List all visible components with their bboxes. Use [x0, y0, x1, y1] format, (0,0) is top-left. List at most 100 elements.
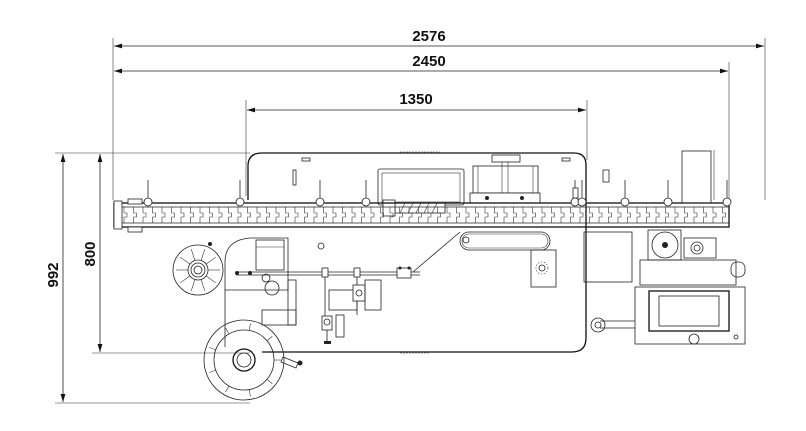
chain-link [560, 207, 565, 223]
chain-link [465, 207, 470, 223]
dimension-overall-depth: 992 [45, 152, 250, 404]
chain-link [456, 207, 460, 223]
chain-link [152, 207, 156, 223]
chain-link [598, 207, 603, 223]
chain-link [199, 207, 204, 223]
chain-link [256, 207, 261, 223]
chain-link [703, 207, 707, 223]
chain-link [551, 207, 555, 223]
chain-link [389, 207, 394, 223]
hmi-control-panel [634, 286, 746, 345]
chain-link [636, 207, 641, 223]
chain-link [589, 207, 593, 223]
chain-link [275, 207, 280, 223]
chain-link [133, 207, 137, 223]
chain-link [161, 207, 166, 223]
reel-spoke [248, 323, 251, 331]
chain-link [627, 207, 631, 223]
chain-link [693, 207, 698, 223]
chain-link [294, 207, 299, 223]
chain-link [655, 207, 660, 223]
dimension-frame-length: 1350 [245, 91, 588, 196]
chain-link [437, 207, 441, 223]
chain-link [722, 207, 726, 223]
rod-ball [361, 197, 371, 207]
chain-link [323, 207, 327, 223]
chain-link [494, 207, 498, 223]
rod-ball [143, 197, 153, 207]
chain-link [665, 207, 669, 223]
guide-rods [143, 180, 732, 207]
chain-link [180, 207, 185, 223]
reel-spoke [248, 389, 251, 397]
reel-spoke [266, 379, 273, 385]
label-reel-lower [203, 319, 303, 401]
chain-link [446, 207, 451, 223]
chain-link [684, 207, 688, 223]
reel-spoke [190, 279, 196, 292]
dimension-label-800: 800 [82, 241, 99, 266]
chain-link [503, 207, 508, 223]
chain-link [513, 207, 517, 223]
chain-link [570, 207, 574, 223]
labeling-head [469, 154, 541, 204]
chain-link [608, 207, 612, 223]
reel-spoke [225, 385, 230, 393]
chain-link [351, 207, 356, 223]
rod-ball [722, 197, 732, 207]
rod-ball [620, 197, 630, 207]
dimension-overall-length: 2576 [112, 28, 766, 200]
transfer-belt [459, 231, 551, 251]
reel-spoke [209, 347, 216, 351]
chain-link [266, 207, 270, 223]
rod-ball [315, 197, 325, 207]
dimension-label-2450: 2450 [412, 53, 445, 70]
chain-link [237, 207, 242, 223]
control-knob-panel [530, 249, 557, 288]
chain-link [399, 207, 403, 223]
reel-spoke [200, 279, 206, 292]
chain-link [484, 207, 489, 223]
reel-spoke [205, 256, 216, 265]
chain-link [142, 207, 147, 223]
chain-link [209, 207, 213, 223]
chain-link [247, 207, 251, 223]
chain-link [228, 207, 232, 223]
chain-link [285, 207, 289, 223]
chain-link [380, 207, 384, 223]
chain-link [313, 207, 318, 223]
chain-link [361, 207, 365, 223]
rod-ball [235, 197, 245, 207]
chain-link [541, 207, 546, 223]
label-reel-upper [172, 242, 224, 296]
reel-spoke [205, 275, 216, 284]
chain-link [304, 207, 308, 223]
chain-link [370, 207, 375, 223]
chain-link [171, 207, 175, 223]
dimension-frame-depth: 800 [82, 152, 250, 354]
chain-link [123, 207, 128, 223]
chain-link [532, 207, 536, 223]
chain-link [522, 207, 527, 223]
chain-link [342, 207, 346, 223]
chain-link [408, 207, 413, 223]
dimension-label-1350: 1350 [399, 91, 432, 108]
reel-spoke [180, 275, 191, 284]
reel-spoke [225, 327, 230, 335]
chain-link [427, 207, 432, 223]
chain-link [617, 207, 622, 223]
chain-link [712, 207, 717, 223]
reel-spoke [180, 256, 191, 265]
chain-link [418, 207, 422, 223]
dimension-conveyor-length: 2450 [114, 53, 730, 200]
reel-spoke [209, 369, 216, 373]
rod-ball [663, 197, 673, 207]
machine-frame-outline [262, 152, 587, 353]
chain-link [579, 207, 584, 223]
chain-link [646, 207, 650, 223]
chain-link [674, 207, 679, 223]
reel-spoke [200, 248, 206, 261]
conveyor [113, 198, 730, 233]
dimension-label-2576: 2576 [412, 28, 445, 45]
